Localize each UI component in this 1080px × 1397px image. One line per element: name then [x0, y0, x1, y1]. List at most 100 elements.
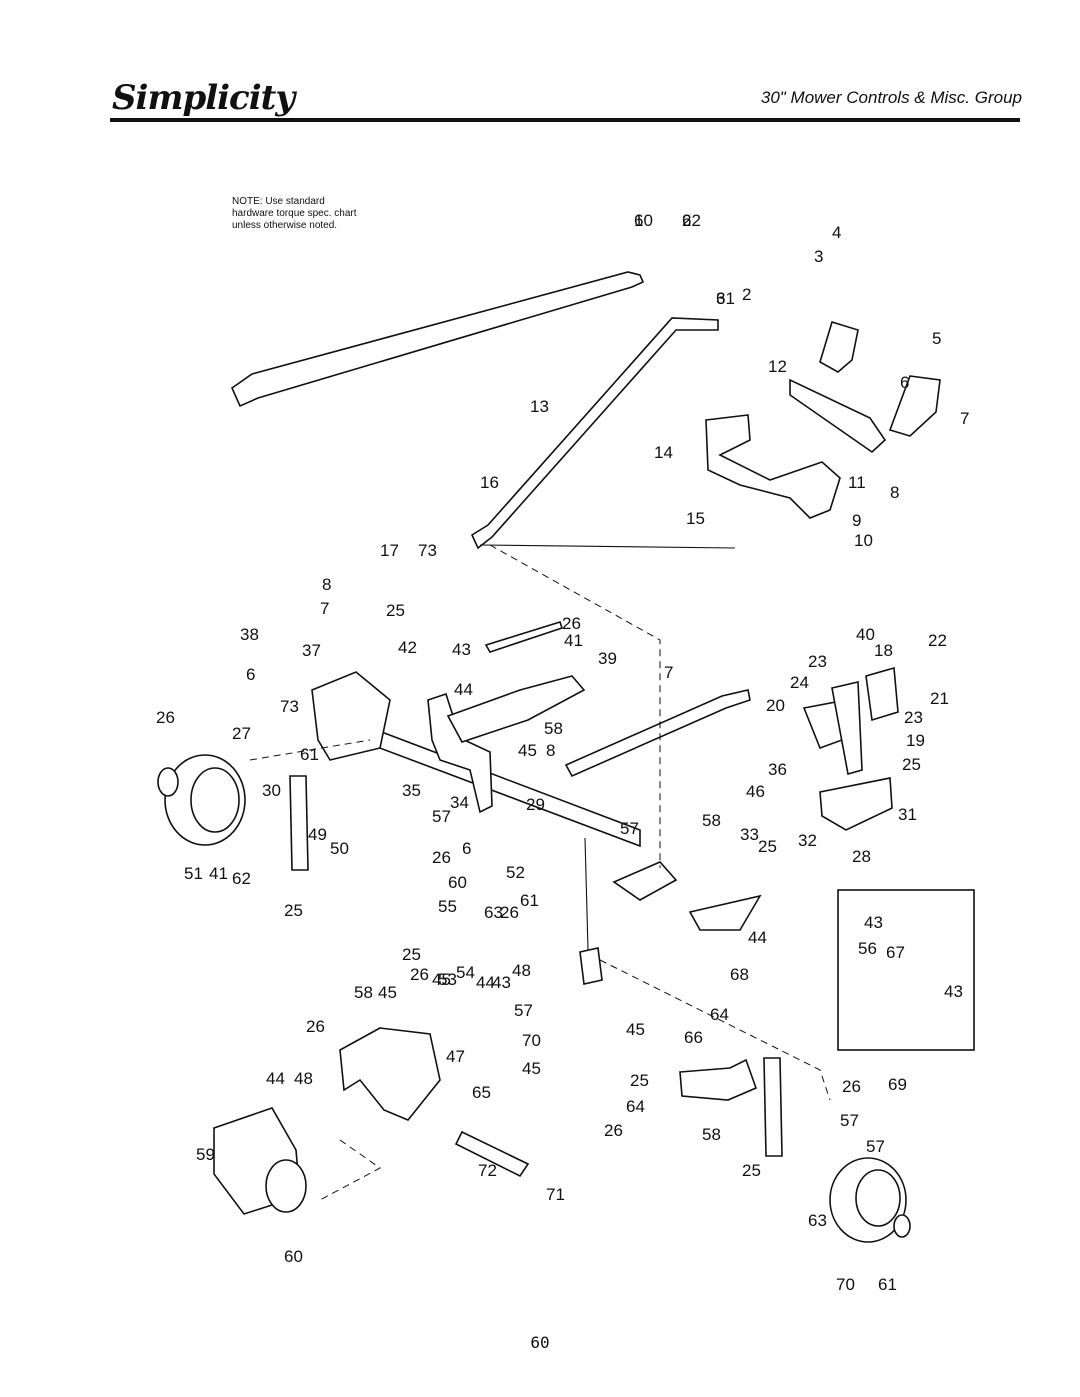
- part-callout: 16: [480, 473, 499, 492]
- part-callout: 60: [634, 211, 653, 230]
- part-callout: 51: [184, 864, 203, 883]
- part-callout: 26: [410, 965, 429, 984]
- part-callout: 11: [848, 473, 866, 492]
- part-callout: 57: [840, 1111, 859, 1130]
- part-callout: 43: [944, 982, 963, 1001]
- part-callout: 47: [446, 1047, 465, 1066]
- part-callout: 72: [478, 1161, 497, 1180]
- part-callout: 63: [808, 1211, 827, 1230]
- part-callout: 61: [716, 289, 735, 308]
- part-callout: 49: [308, 825, 327, 844]
- part-callout: 58: [354, 983, 373, 1002]
- part-callout: 36: [768, 760, 787, 779]
- part-callout: 69: [888, 1075, 907, 1094]
- part-callout: 56: [858, 939, 877, 958]
- part-callout: 67: [886, 943, 905, 962]
- brand-logo: Simplicity: [112, 78, 295, 118]
- part-callout: 30: [262, 781, 281, 800]
- part-callout: 6: [900, 373, 909, 392]
- part-callout: 37: [302, 641, 321, 660]
- part-callout: 73: [418, 541, 437, 560]
- part-callout: 57: [514, 1001, 533, 1020]
- part-callout: 9: [852, 511, 861, 530]
- part-callout: 59: [196, 1145, 215, 1164]
- part-callout: 25: [402, 945, 421, 964]
- part-callout: 25: [630, 1071, 649, 1090]
- part-callout: 22: [928, 631, 947, 650]
- part-callout: 7: [960, 409, 969, 428]
- part-callout: 5: [932, 329, 941, 348]
- part-callout: 23: [904, 708, 923, 727]
- part-callout: 41: [209, 864, 228, 883]
- part-callout: 68: [730, 965, 749, 984]
- part-callout: 61: [520, 891, 539, 910]
- part-callout: 40: [856, 625, 875, 644]
- part-callout: 44: [476, 973, 495, 992]
- part-callout: 10: [854, 531, 873, 550]
- part-callout: 71: [546, 1185, 565, 1204]
- page-title: 30" Mower Controls & Misc. Group: [760, 88, 1022, 107]
- part-callout: 12: [768, 357, 787, 376]
- part-callout: 55: [438, 897, 457, 916]
- part-callout: 2: [682, 211, 691, 230]
- part-callout: 25: [284, 901, 303, 920]
- part-callout: 58: [544, 719, 563, 738]
- part-callout: 54: [456, 963, 475, 982]
- part-callout: 25: [758, 837, 777, 856]
- part-callout: 70: [522, 1031, 541, 1050]
- part-callout: 20: [766, 696, 785, 715]
- part-callout: 45: [518, 741, 537, 760]
- part-callout: 70: [836, 1275, 855, 1294]
- part-callout: 58: [702, 811, 721, 830]
- part-callout: 64: [710, 1005, 729, 1024]
- part-callout: 44: [748, 928, 767, 947]
- part-callout: 8: [322, 575, 331, 594]
- part-callout: 19: [906, 731, 925, 750]
- part-callout: 35: [402, 781, 421, 800]
- part-callout: 6: [462, 839, 471, 858]
- parts-drawing: [157, 271, 941, 1243]
- part-callout: 26: [156, 708, 175, 727]
- part-callout: 52: [506, 863, 525, 882]
- part-callout: 14: [654, 443, 673, 462]
- part-callout: 25: [742, 1161, 761, 1180]
- part-callout: 44: [454, 680, 473, 699]
- part-callout: 21: [930, 689, 949, 708]
- part-callout: 13: [530, 397, 549, 416]
- part-callout: 26: [306, 1017, 325, 1036]
- part-callout: 44: [266, 1069, 285, 1088]
- part-callout: 26: [604, 1121, 623, 1140]
- part-callout: 15: [686, 509, 705, 528]
- part-callout: 28: [852, 847, 871, 866]
- part-callout: 7: [320, 599, 329, 618]
- part-callout: 25: [386, 601, 405, 620]
- part-callout: 6: [246, 665, 255, 684]
- part-callout: 34: [450, 793, 469, 812]
- part-callout: 29: [526, 795, 545, 814]
- part-callout: 53: [438, 970, 457, 989]
- part-callout: 38: [240, 625, 259, 644]
- part-callout: 66: [684, 1028, 703, 1047]
- part-callout: 45: [522, 1059, 541, 1078]
- part-callout: 26: [432, 848, 451, 867]
- part-callout: 26: [562, 614, 581, 633]
- part-callout: 1: [634, 211, 643, 230]
- part-callout: 64: [626, 1097, 645, 1116]
- part-callout: 57: [866, 1137, 885, 1156]
- part-callout: 43: [864, 913, 883, 932]
- part-callout: 45: [378, 983, 397, 1002]
- part-callout: 57: [432, 807, 451, 826]
- part-callout: 33: [740, 825, 759, 844]
- part-callout: 63: [484, 903, 503, 922]
- part-callout: 45: [626, 1020, 645, 1039]
- part-callout: 43: [492, 973, 511, 992]
- part-callout: 31: [898, 805, 917, 824]
- page-number: 60: [530, 1333, 550, 1352]
- part-callout: 26: [500, 903, 519, 922]
- part-callout: 3: [814, 247, 823, 266]
- part-callout: 26: [842, 1077, 861, 1096]
- part-callout: 25: [902, 755, 921, 774]
- part-callout: 50: [330, 839, 349, 858]
